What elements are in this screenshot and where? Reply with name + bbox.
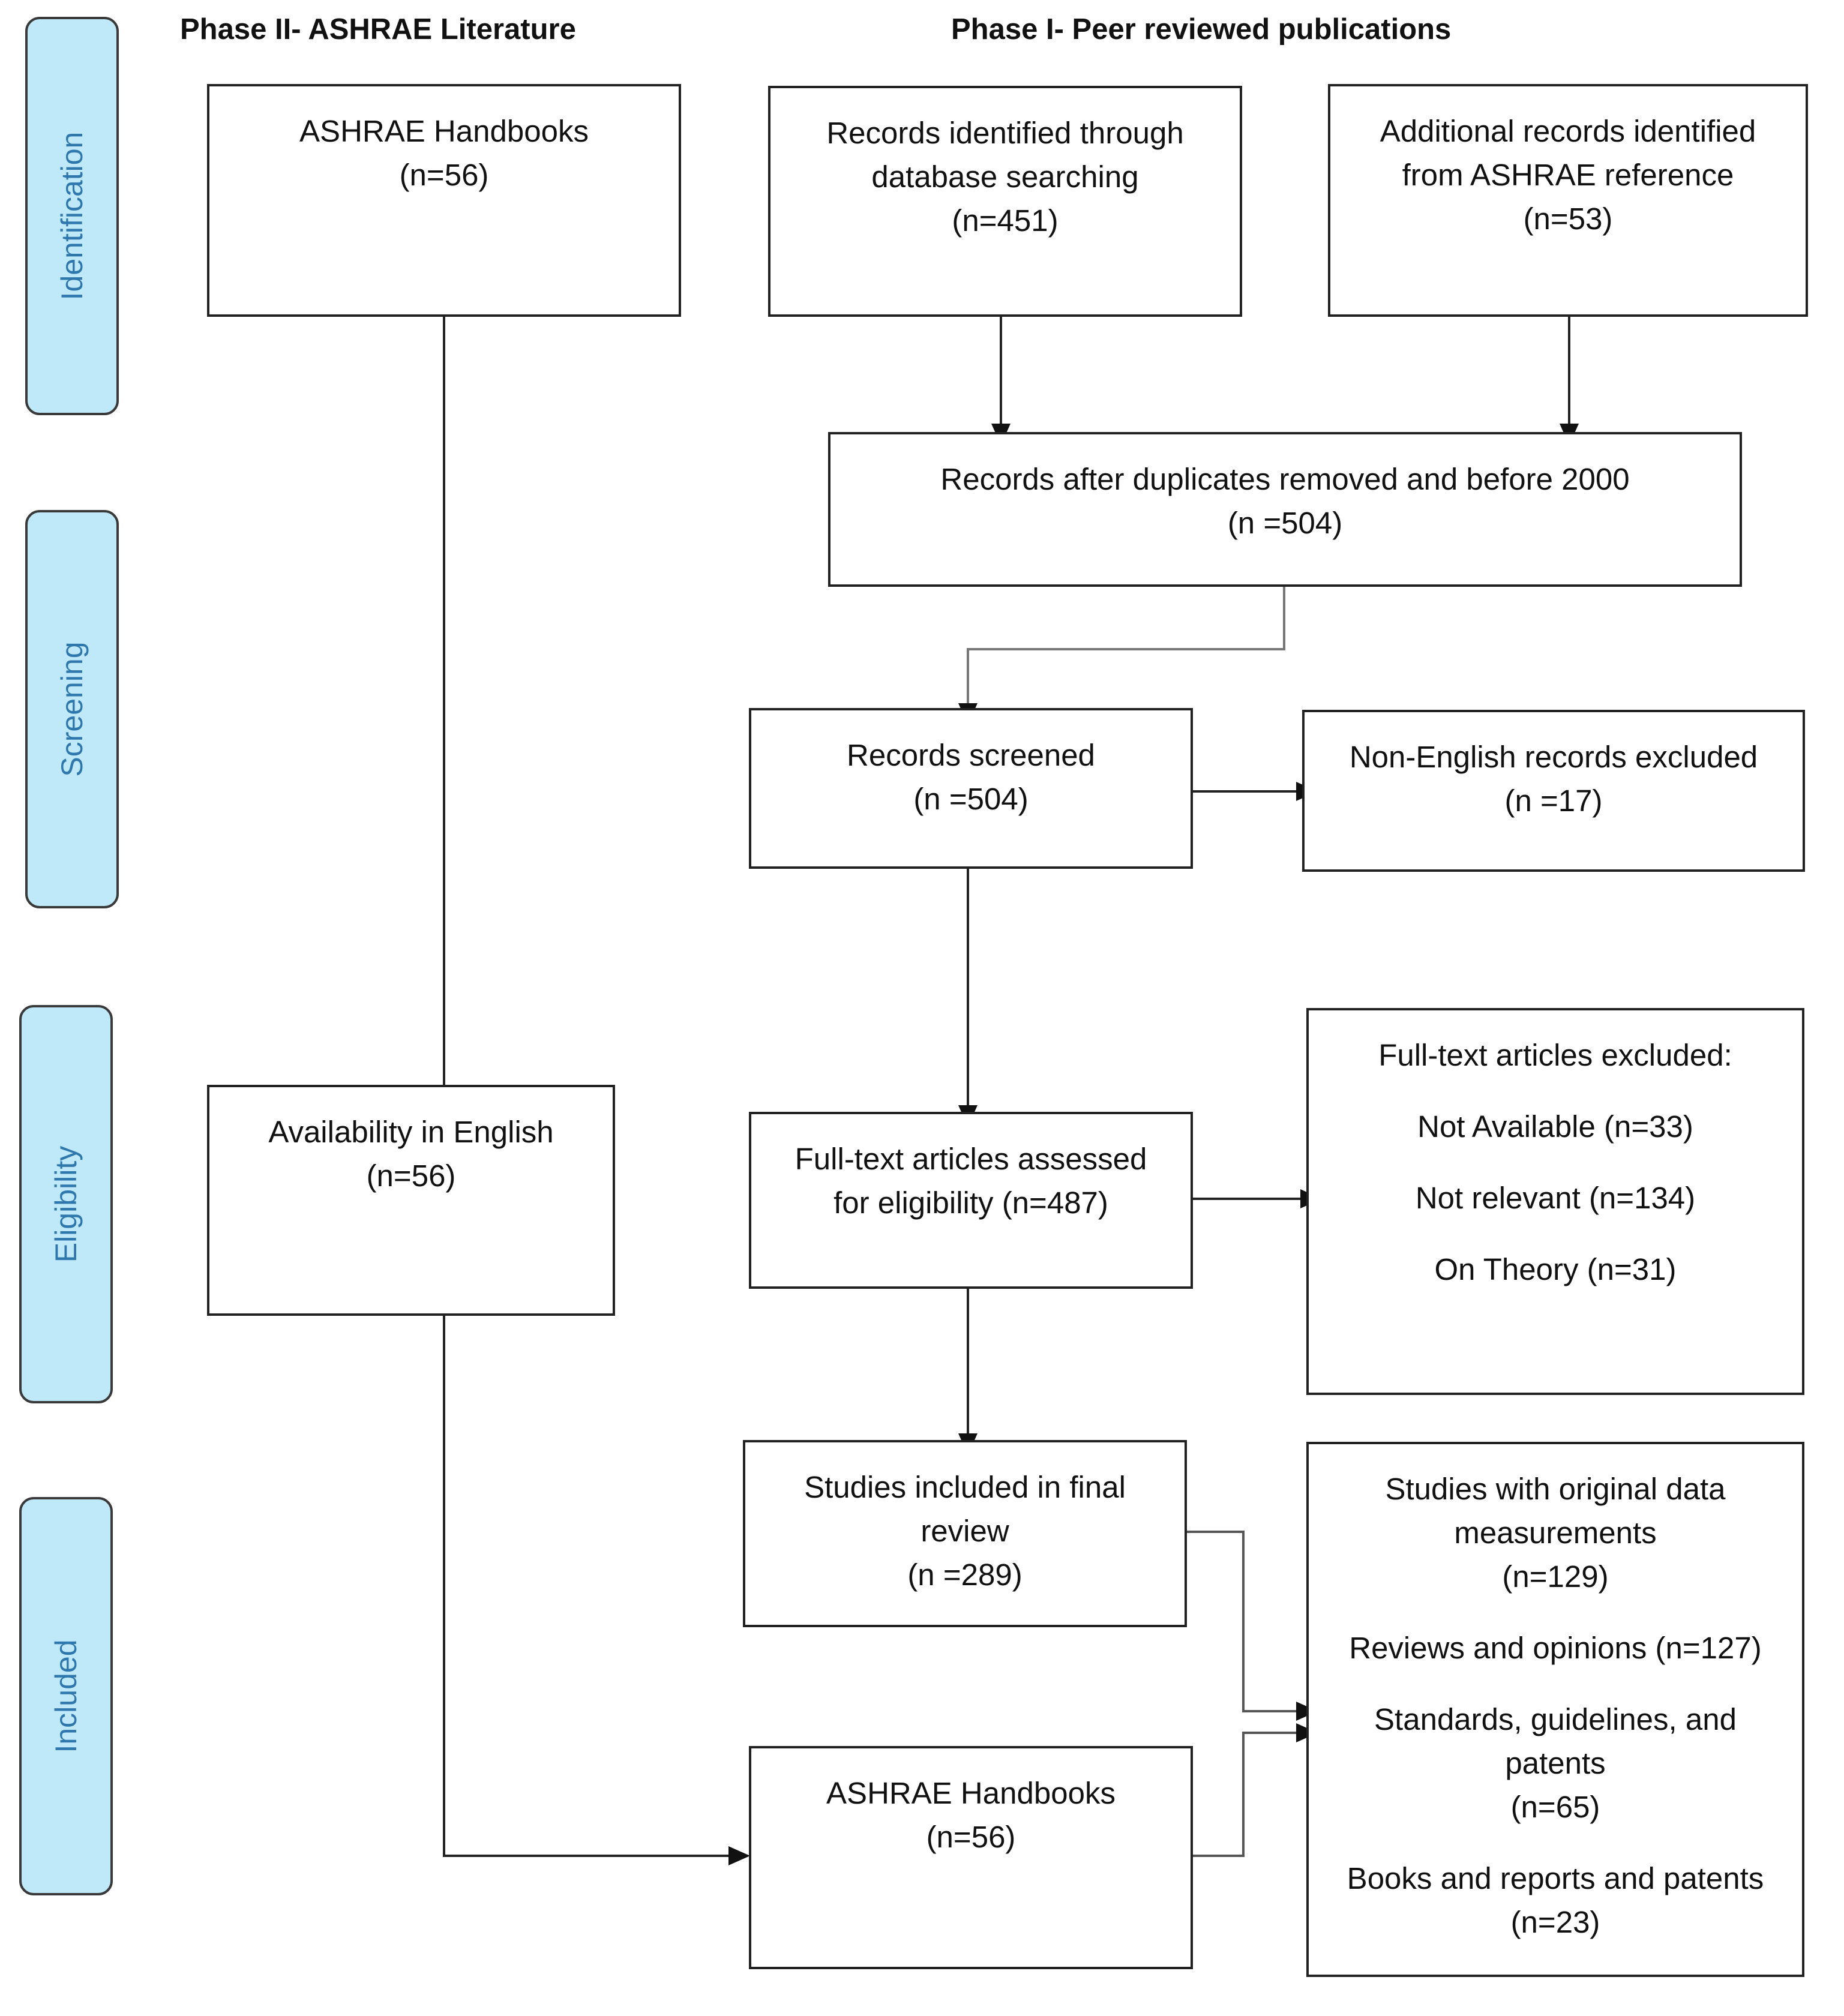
box-text: ASHRAE Handbooks [299, 114, 589, 148]
edge-included-to-categories [1183, 1531, 1299, 1712]
edge-duplicates-to-screened [967, 585, 1285, 707]
box-text: Records after duplicates removed and bef… [940, 462, 1630, 496]
phase-i-header: Phase I- Peer reviewed publications [951, 13, 1452, 46]
box-count: (n =289) [907, 1558, 1023, 1592]
box-studies-included: Studies included in final review (n =289… [743, 1440, 1187, 1627]
category-text: Studies with original data [1385, 1472, 1726, 1506]
box-ashrae-handbooks-included: ASHRAE Handbooks (n=56) [749, 1746, 1193, 1969]
stage-eligibility: Eligibility [19, 1005, 113, 1403]
excluded-reason: Not relevant (n=134) [1415, 1181, 1696, 1215]
box-text: Additional records identified [1380, 114, 1756, 148]
box-text: ASHRAE Handbooks [826, 1776, 1116, 1810]
box-after-duplicates: Records after duplicates removed and bef… [828, 432, 1742, 587]
excluded-reason: On Theory (n=31) [1434, 1252, 1677, 1286]
box-text: Studies included in final [804, 1470, 1126, 1504]
box-text: Non-English records excluded [1349, 740, 1758, 774]
category-count: (n=65) [1510, 1790, 1600, 1824]
box-availability-english: Availability in English (n=56) [207, 1085, 615, 1316]
category-count: (n=23) [1510, 1905, 1600, 1939]
box-text: for eligibility (n=487) [833, 1186, 1108, 1220]
box-records-database: Records identified through database sear… [768, 86, 1242, 317]
category-count: (n=129) [1502, 1559, 1609, 1594]
box-count: (n=56) [366, 1159, 456, 1193]
box-text: Availability in English [268, 1115, 554, 1149]
edge-availability-to-handbooks-included [443, 1314, 744, 1857]
box-count: (n =17) [1504, 784, 1603, 818]
box-fulltext-excluded: Full-text articles excluded: Not Availab… [1306, 1008, 1804, 1395]
box-text: database searching [871, 160, 1139, 194]
excluded-reason: Not Available (n=33) [1417, 1109, 1693, 1144]
box-count: (n=451) [952, 203, 1059, 238]
box-text: Records screened [847, 738, 1095, 772]
category-text: measurements [1454, 1516, 1657, 1550]
box-title: Full-text articles excluded: [1378, 1038, 1732, 1072]
stage-included: Included [19, 1497, 113, 1895]
box-count: (n =504) [1227, 506, 1343, 540]
category-text: Books and reports and patents [1347, 1861, 1764, 1895]
box-fulltext-assessed: Full-text articles assessed for eligibil… [749, 1112, 1193, 1289]
box-additional-records: Additional records identified from ASHRA… [1328, 84, 1808, 317]
arrowhead-handbooks-included [728, 1846, 750, 1865]
box-count: (n=56) [926, 1820, 1016, 1854]
box-count: (n=53) [1523, 202, 1613, 236]
box-text: Records identified through [826, 116, 1184, 150]
category-text: Standards, guidelines, and [1374, 1702, 1737, 1736]
box-non-english-excluded: Non-English records excluded (n =17) [1302, 710, 1805, 872]
box-ashrae-handbooks-top: ASHRAE Handbooks (n=56) [207, 84, 681, 317]
box-text: review [920, 1514, 1009, 1548]
box-text: from ASHRAE reference [1402, 158, 1734, 192]
box-count: (n=56) [399, 158, 489, 192]
stage-identification: Identification [25, 17, 119, 415]
stage-screening: Screening [25, 510, 119, 908]
box-final-categories: Studies with original data measurements … [1306, 1442, 1804, 1977]
category-text: Reviews and opinions (n=127) [1349, 1631, 1762, 1665]
edge-handbooks-to-categories [1185, 1732, 1299, 1857]
box-text: Full-text articles assessed [794, 1142, 1147, 1176]
category-text: patents [1505, 1746, 1606, 1780]
box-count: (n =504) [913, 782, 1029, 816]
phase-ii-header: Phase II- ASHRAE Literature [180, 13, 576, 46]
box-records-screened: Records screened (n =504) [749, 708, 1193, 869]
